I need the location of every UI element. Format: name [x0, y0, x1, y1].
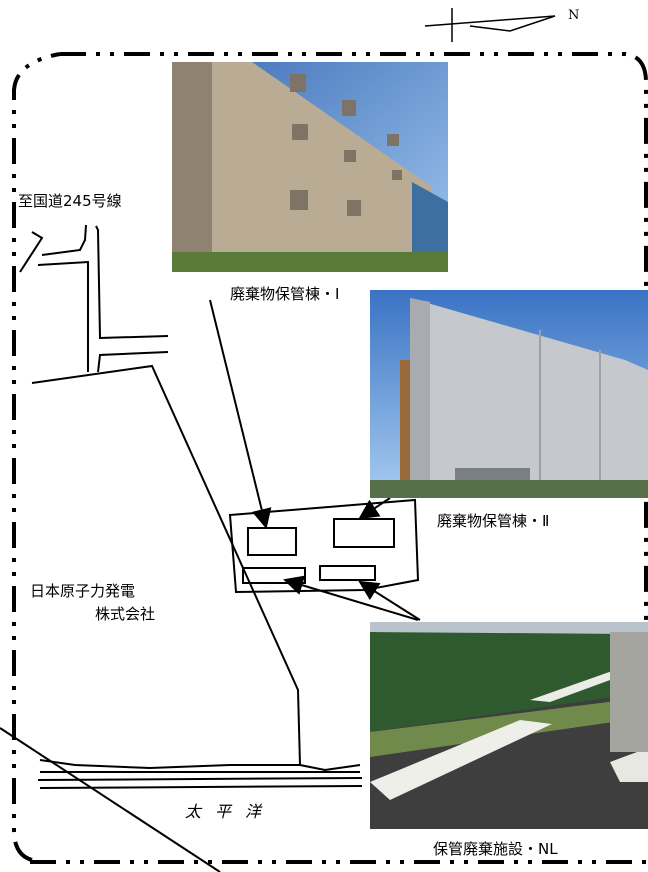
storage-nl-photo [370, 622, 648, 829]
coastline [37, 759, 363, 789]
company-boundary [31, 364, 361, 772]
site-boundary [12, 52, 648, 862]
company-label-line2: 株式会社 [95, 605, 156, 623]
warehouse-1-label: 廃棄物保管棟・Ⅰ [230, 285, 340, 303]
route-label: 至国道245号線 [18, 192, 122, 210]
company-label-line1: 日本原子力発電 [30, 582, 136, 600]
facility-compound [228, 498, 420, 594]
road-lines [19, 224, 169, 373]
north-label: N [568, 8, 580, 23]
warehouse-2-photo [370, 290, 648, 498]
storage-nl-label: 保管廃棄施設・NL [433, 840, 558, 858]
leader-arrows [209, 299, 421, 621]
warehouse-2-label: 廃棄物保管棟・Ⅱ [437, 512, 550, 530]
north-arrow-icon [424, 8, 556, 42]
warehouse-1-photo [172, 62, 448, 272]
ocean-label: 太平洋 [185, 802, 276, 821]
